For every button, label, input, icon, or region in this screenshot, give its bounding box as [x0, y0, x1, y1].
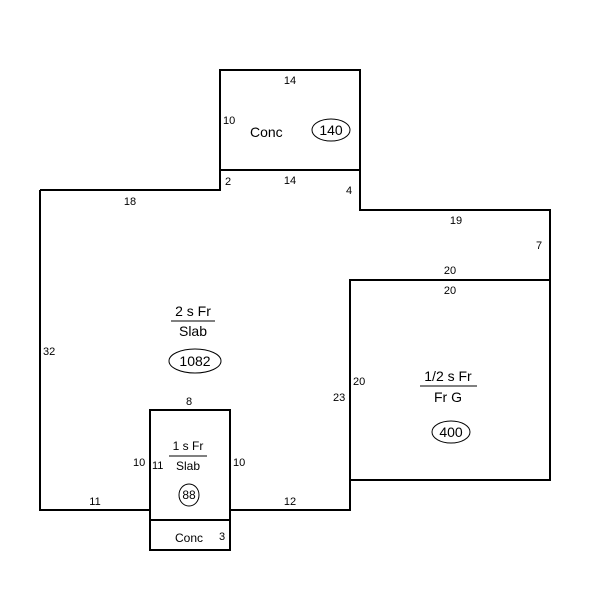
- dim-garage-top-inner: 20: [444, 285, 456, 297]
- dim-main-left: 32: [43, 346, 55, 358]
- main-area-ellipse: [168, 348, 222, 374]
- dim-addition-left-inner: 11: [152, 460, 163, 472]
- bottom-porch-outline: [149, 510, 231, 551]
- dim-addition-top: 8: [186, 396, 192, 408]
- dim-right-top: 19: [450, 215, 462, 227]
- dim-addition-right: 10: [233, 457, 245, 469]
- dim-right-side: 7: [536, 240, 542, 252]
- garage-label-line2: Fr G: [434, 389, 462, 405]
- dim-addition-left-outer: 10: [133, 457, 145, 469]
- dim-main-top: 18: [124, 196, 136, 208]
- dim-step-left: 2: [225, 176, 231, 188]
- dim-garage-left-outer: 23: [333, 392, 345, 404]
- addition-area-ellipse: [178, 483, 200, 507]
- dim-garage-left-inner: 20: [353, 376, 365, 388]
- top-porch-area: 140: [319, 122, 343, 138]
- top-porch-outline: [219, 69, 361, 171]
- addition-area: 88: [182, 488, 196, 502]
- main-label-line1: 2 s Fr: [175, 303, 211, 319]
- garage-area: 400: [439, 424, 463, 440]
- top-porch-label: Conc: [250, 124, 283, 140]
- garage-area-ellipse: [431, 420, 471, 444]
- addition-label-line2: Slab: [176, 459, 200, 473]
- top-porch-area-ellipse: [311, 118, 351, 142]
- dim-top-porch-left: 10: [223, 115, 235, 127]
- dim-bottom-left: 11: [89, 496, 100, 508]
- main-outline: [39, 169, 551, 511]
- main-label-line2: Slab: [179, 323, 207, 339]
- bottom-porch-label: Conc: [175, 531, 203, 545]
- dim-step-right: 4: [346, 185, 352, 197]
- addition-label-line1: 1 s Fr: [173, 439, 204, 453]
- garage-label-line1: 1/2 s Fr: [424, 368, 472, 384]
- main-area: 1082: [179, 353, 210, 369]
- dim-bottom-right: 12: [284, 496, 296, 508]
- dim-top-porch-top: 14: [284, 75, 296, 87]
- dim-garage-top-outer: 20: [444, 265, 456, 277]
- dim-top-porch-bottom: 14: [284, 175, 296, 187]
- dim-bottom-porch-side: 3: [219, 531, 225, 543]
- garage-outline: [349, 279, 551, 481]
